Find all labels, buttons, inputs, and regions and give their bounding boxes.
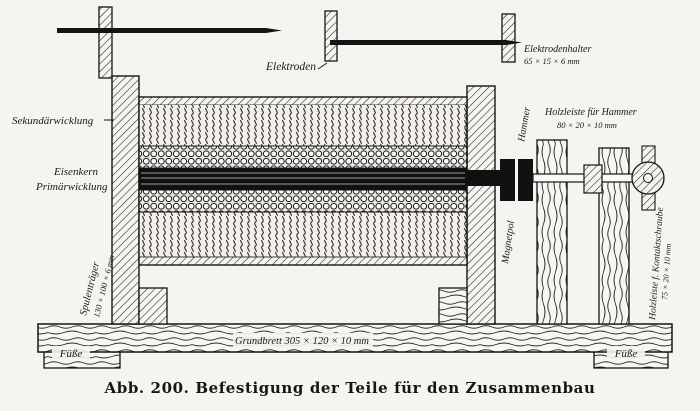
left-plate-foot-block (138, 287, 168, 325)
electrode-rod-left (57, 28, 282, 33)
coil-body (138, 96, 468, 266)
label-hammer: Hammer (516, 106, 533, 143)
label-elektroden: Elektroden (265, 61, 316, 73)
right-coil-plate-group (438, 85, 496, 325)
hammer-mechanism (500, 139, 665, 325)
electrode-leader-line (317, 62, 328, 70)
hammer-block-b (518, 159, 533, 201)
labels: Elektroden Elektrodenhalter 65 × 15 × 6 … (12, 44, 673, 360)
secondary-winding-bottom (139, 212, 467, 257)
fuesse-left-backing (52, 346, 90, 359)
label-sekundaerwicklung: Sekundärwicklung (12, 115, 94, 127)
electrode-holder-right (501, 13, 516, 63)
iron-core (139, 168, 467, 190)
primary-winding-bottom (139, 190, 467, 212)
magnet-pole-rod (467, 170, 503, 186)
primary-winding-top (139, 146, 467, 168)
hammer-block-a (500, 159, 515, 201)
label-elektrodenhalter: Elektrodenhalter (523, 44, 591, 55)
grundbrett-label-backing (233, 333, 373, 347)
label-holzleiste-kontaktschraube-dim: 75 × 20 × 10 mm (660, 243, 673, 300)
coil-tube-top-edge (138, 96, 468, 106)
secondary-winding-top (139, 105, 467, 146)
label-elektrodenhalter-dim: 65 × 15 × 6 mm (524, 56, 580, 66)
right-coil-plate (466, 85, 496, 325)
figure-caption: Abb. 200. Befestigung der Teile für den … (104, 379, 596, 397)
adjusting-nut (583, 164, 603, 194)
label-fuesse-right: Füße (614, 348, 638, 360)
label-eisenkern: Eisenkern (53, 166, 98, 178)
left-coil-plate (111, 75, 140, 325)
electrode-holder-middle (324, 10, 338, 62)
fuesse-right-backing (607, 346, 645, 359)
electrodes (57, 6, 522, 79)
label-magnetpol: Magnetpol (500, 220, 517, 266)
label-fuesse-left: Füße (59, 348, 83, 360)
electrode-holder-left (98, 6, 113, 79)
coil-tube-bottom-edge (138, 256, 468, 266)
right-plate-foot-block (438, 287, 468, 325)
hammer-wood-strip (536, 139, 568, 325)
label-grundbrett: Grundbrett 305 × 120 × 10 mm (235, 336, 369, 347)
label-holzleiste-hammer: Holzleiste für Hammer (544, 107, 637, 118)
label-holzleiste-hammer-dim: 80 × 20 × 10 mm (557, 120, 617, 130)
contact-screw-center (643, 173, 653, 183)
electrode-rod-right (330, 40, 522, 45)
label-primaerwicklung: Primärwicklung (35, 181, 108, 193)
